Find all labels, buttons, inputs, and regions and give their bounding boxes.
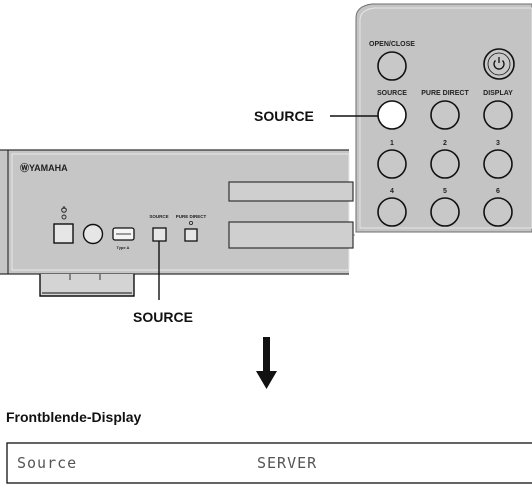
- remote-control: OPEN/CLOSE SOURCE PURE DIRECT DISPLAY 1 …: [355, 3, 532, 233]
- number-1-button[interactable]: [377, 149, 407, 179]
- headphone-jack: [82, 223, 104, 245]
- number-3-button[interactable]: [483, 149, 513, 179]
- brand-logo: ⓌYAMAHA: [20, 162, 68, 173]
- number-2-button[interactable]: [430, 149, 460, 179]
- source-label: SOURCE: [377, 90, 407, 97]
- player-front-panel: ⓌYAMAHA Type A SOURCE PURE DIRECT: [0, 149, 355, 297]
- front-display-window: [228, 221, 354, 249]
- number-3-label: 3: [496, 140, 500, 147]
- front-source-button[interactable]: [152, 227, 167, 242]
- open-close-label: OPEN/CLOSE: [369, 41, 415, 48]
- number-5-button[interactable]: [430, 197, 460, 227]
- remote-source-callout: SOURCE: [254, 108, 314, 124]
- number-5-label: 5: [443, 188, 447, 195]
- power-icon: [493, 57, 505, 70]
- number-4-button[interactable]: [377, 197, 407, 227]
- number-6-label: 6: [496, 188, 500, 195]
- open-close-button[interactable]: [377, 51, 407, 81]
- number-6-button[interactable]: [483, 197, 513, 227]
- front-source-label: SOURCE: [149, 214, 168, 219]
- disc-tray: [228, 181, 354, 202]
- number-1-label: 1: [390, 140, 394, 147]
- power-switch[interactable]: [53, 223, 74, 244]
- display-label: DISPLAY: [483, 90, 513, 97]
- power-button[interactable]: [483, 48, 515, 80]
- display-button[interactable]: [483, 100, 513, 130]
- section-title: Frontblende-Display: [6, 409, 142, 425]
- front-pure-direct-label: PURE DIRECT: [176, 214, 207, 219]
- number-2-label: 2: [443, 140, 447, 147]
- player-foot: [39, 274, 135, 297]
- usb-label: Type A: [117, 245, 130, 250]
- source-button[interactable]: [377, 100, 407, 130]
- standby-indicator: [61, 206, 67, 220]
- display-readout: [6, 442, 532, 484]
- front-pure-direct-button[interactable]: [184, 228, 198, 242]
- display-source-text: Source: [17, 454, 77, 472]
- front-source-callout: SOURCE: [133, 309, 193, 325]
- pure-direct-button[interactable]: [430, 100, 460, 130]
- display-server-text: SERVER: [257, 454, 317, 472]
- number-4-label: 4: [390, 188, 394, 195]
- pure-direct-indicator: [188, 220, 193, 225]
- pure-direct-label: PURE DIRECT: [421, 90, 469, 97]
- down-arrow-icon: [256, 337, 277, 389]
